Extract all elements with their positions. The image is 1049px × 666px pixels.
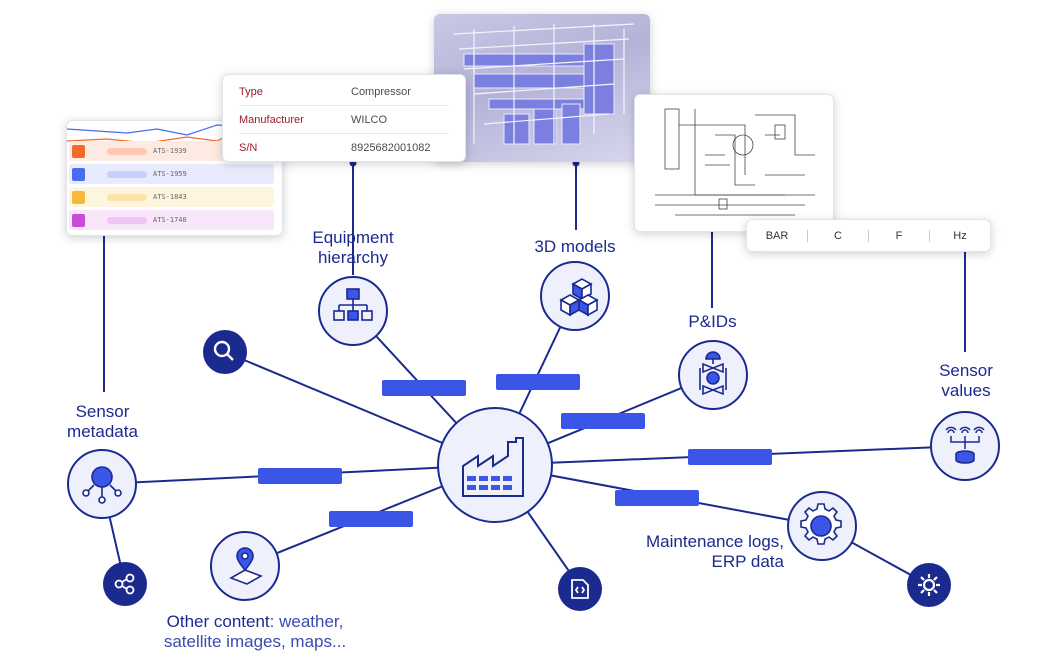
relation-bar	[258, 468, 342, 484]
3d-models-label: 3D models	[534, 237, 616, 256]
graph-nodes-icon	[114, 573, 135, 595]
unit-label[interactable]: F	[869, 229, 930, 242]
sensor-tag: ATS-1959	[153, 170, 187, 178]
equipment-hierarchy-node[interactable]	[318, 276, 388, 346]
3d-models-node[interactable]	[540, 261, 610, 331]
sensor-row[interactable]: ATS-1959	[69, 164, 274, 184]
other-content-title: Other content	[166, 612, 270, 631]
sensor-tag: ATS-1740	[153, 216, 187, 224]
search-icon	[213, 340, 234, 361]
settings-node[interactable]	[907, 563, 951, 607]
other-content-node[interactable]	[210, 531, 280, 601]
sensor-network-icon	[82, 466, 122, 504]
other-content-detail: : weather, satellite images, maps...	[163, 612, 347, 651]
sensor-color-swatch	[72, 144, 85, 158]
document-code-icon	[571, 579, 589, 599]
spec-value: Compressor	[351, 85, 411, 98]
sensor-row[interactable]: ATS-1843	[69, 187, 274, 207]
sensor-metadata-label: Sensor metadata	[67, 402, 138, 441]
pids-node[interactable]	[678, 340, 748, 410]
cubes-icon	[559, 278, 599, 317]
cog-icon	[800, 503, 842, 545]
pid-schematic-image	[655, 108, 815, 216]
relation-bar	[615, 490, 699, 506]
spec-row: Type Compressor	[239, 78, 449, 106]
hierarchy-icon	[333, 288, 373, 321]
equipment-hierarchy-label: Equipment hierarchy	[312, 228, 394, 267]
sensor-color-swatch	[72, 167, 85, 181]
spec-key: Manufacturer	[239, 113, 304, 126]
sensor-pill	[107, 170, 147, 178]
relation-bar	[382, 380, 466, 396]
units-bar: BAR C F Hz	[746, 219, 991, 252]
maintenance-node[interactable]	[787, 491, 857, 561]
wireless-sensors-icon	[945, 426, 985, 464]
pids-label: P&IDs	[688, 312, 737, 331]
sensor-pill	[107, 147, 147, 155]
factory-icon	[462, 437, 524, 497]
spec-value: 8925682001082	[351, 141, 431, 154]
sensor-color-swatch	[72, 190, 85, 204]
sensor-color-swatch	[72, 213, 85, 227]
unit-label[interactable]: C	[808, 229, 869, 242]
sensor-metadata-node[interactable]	[67, 449, 137, 519]
3d-model-render	[434, 14, 650, 162]
maintenance-label: Maintenance logs, ERP data	[646, 532, 784, 571]
unit-label[interactable]: Hz	[953, 229, 967, 242]
sensor-pill	[107, 216, 147, 224]
spec-row: S/N 8925682001082	[239, 134, 449, 161]
graph-node[interactable]	[103, 562, 147, 606]
spec-row: Manufacturer WILCO	[239, 106, 449, 134]
map-pin-icon	[229, 547, 263, 585]
spec-key: S/N	[239, 141, 258, 154]
relation-bar	[329, 511, 413, 527]
valve-icon	[699, 351, 727, 396]
plant-model-image	[453, 23, 635, 145]
sensor-tag: ATS-1843	[153, 193, 187, 201]
relation-bar	[688, 449, 772, 465]
unit-label[interactable]: BAR	[747, 229, 808, 242]
sensor-values-label: Sensor values	[939, 361, 993, 400]
pid-drawing	[634, 94, 834, 232]
sensor-values-node[interactable]	[930, 411, 1000, 481]
gear-icon	[918, 574, 940, 596]
document-node[interactable]	[558, 567, 602, 611]
equipment-spec-card: Type Compressor Manufacturer WILCO S/N 8…	[222, 74, 466, 162]
relation-bar	[561, 413, 645, 429]
spec-key: Type	[239, 85, 263, 98]
spec-value: WILCO	[351, 113, 388, 126]
factory-windows	[467, 476, 512, 490]
sensor-row[interactable]: ATS-1740	[69, 210, 274, 230]
relation-bar	[496, 374, 580, 390]
sensor-tag: ATS-1939	[153, 147, 187, 155]
sensor-pill	[107, 193, 147, 201]
other-content-label: Other content: weather, satellite images…	[140, 612, 370, 652]
relation-bars	[258, 374, 772, 527]
factory-hub-node[interactable]	[437, 407, 553, 523]
search-node[interactable]	[203, 330, 247, 374]
